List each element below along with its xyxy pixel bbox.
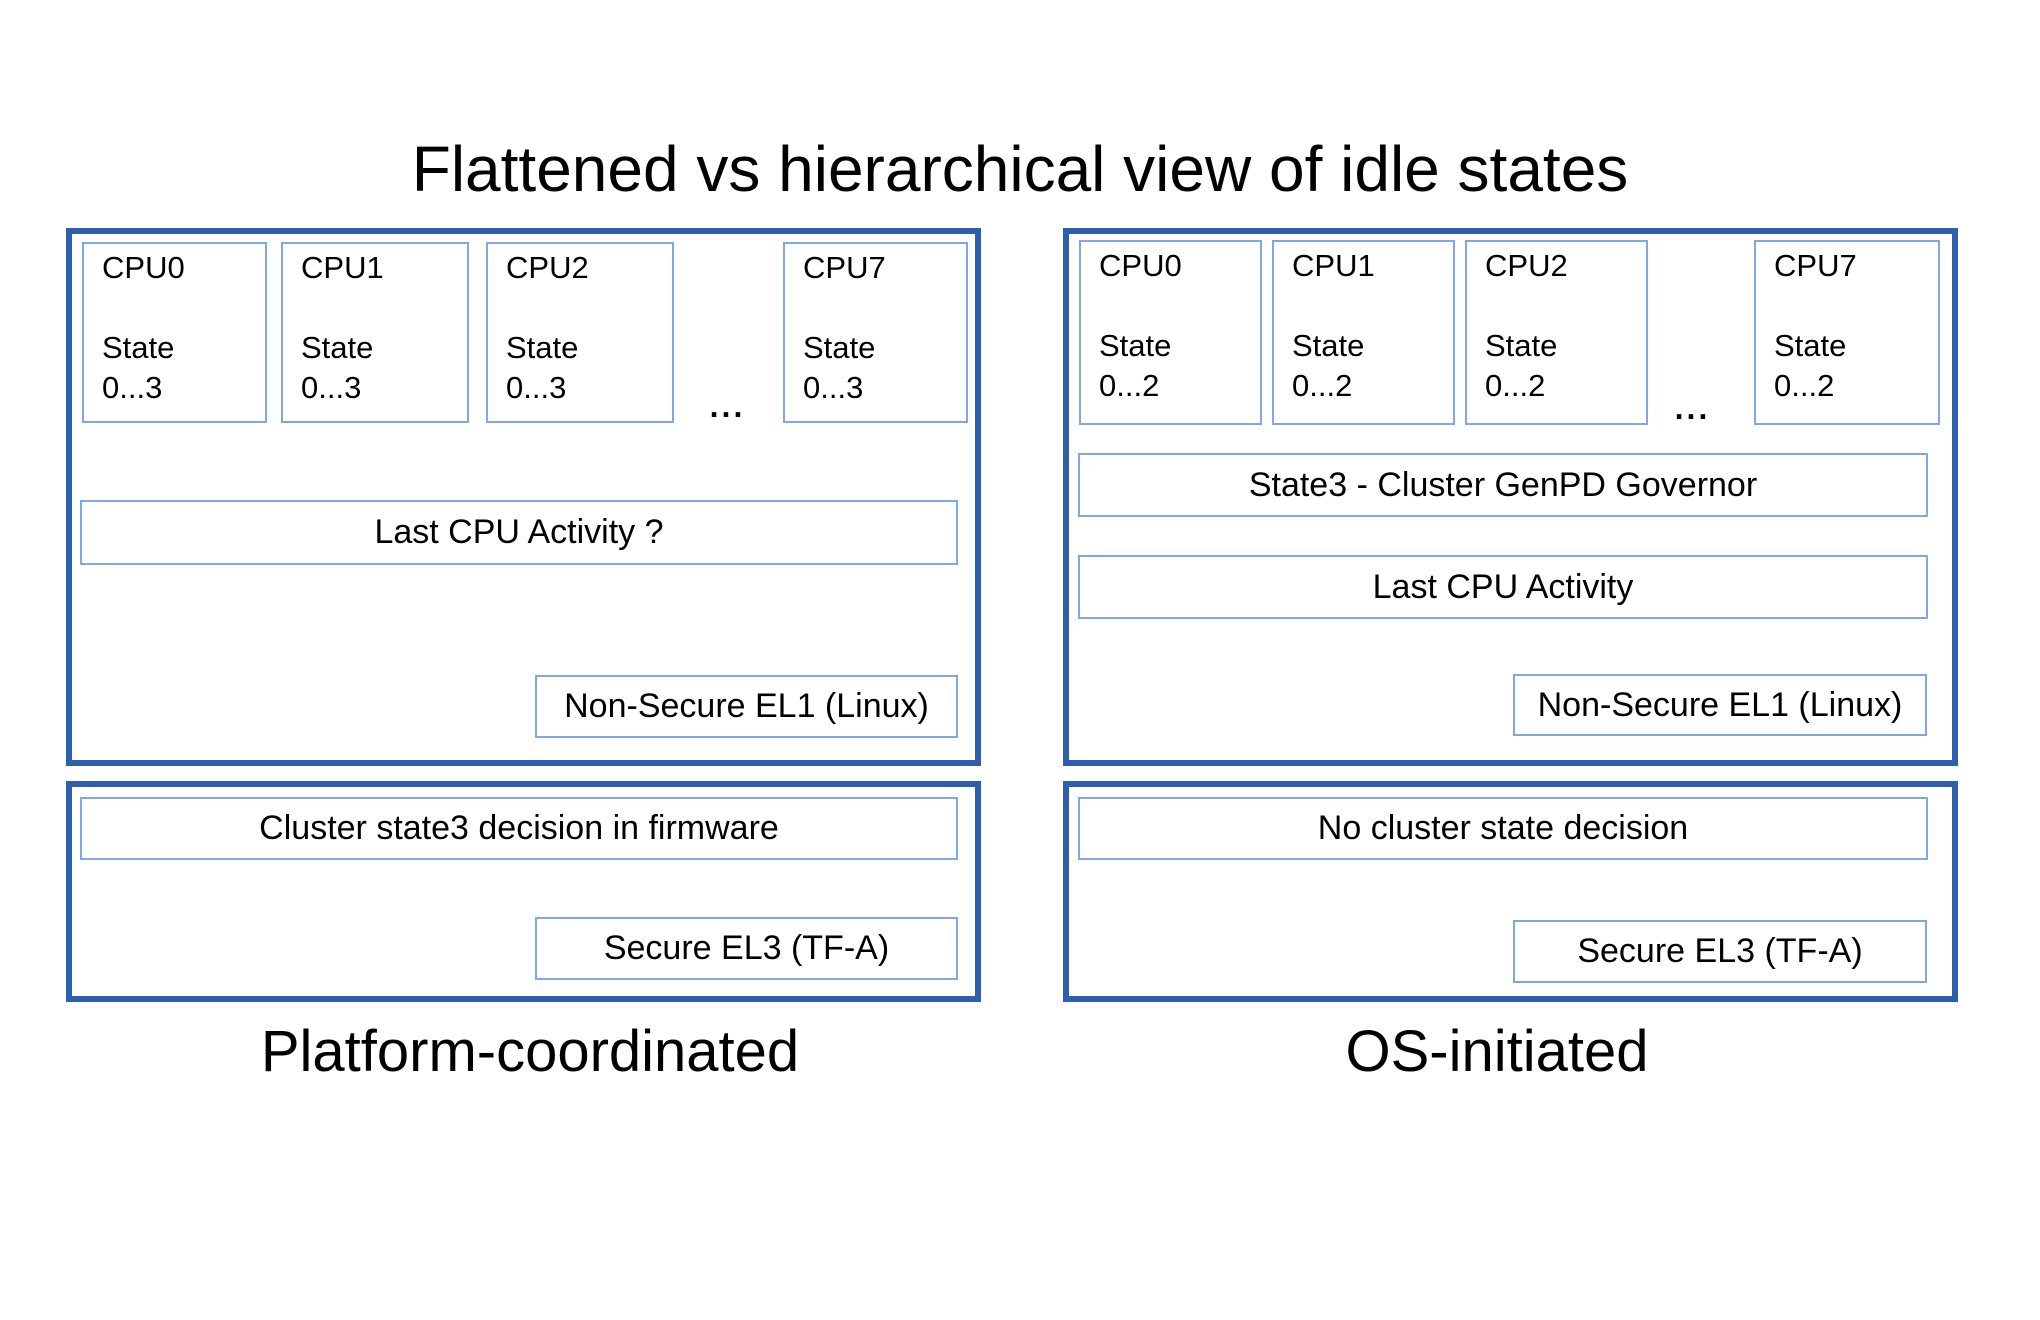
- cpu-label: CPU2: [1485, 248, 1568, 283]
- cpu-label: CPU7: [803, 250, 886, 285]
- left-panel-caption: Platform-coordinated: [260, 1019, 800, 1084]
- cpu-state-word: State: [301, 330, 374, 365]
- cpu-state-word: State: [1292, 328, 1365, 363]
- cpu-label: CPU7: [1774, 248, 1857, 283]
- cpu-box: CPU0 State 0...3: [82, 242, 267, 423]
- cluster-decision-box: Cluster state3 decision in firmware: [80, 797, 958, 860]
- cpu-label: CPU0: [1099, 248, 1182, 283]
- cpu-state-range: 0...3: [301, 370, 362, 405]
- cpu-state-range: 0...2: [1774, 368, 1835, 403]
- cpu-state-range: 0...3: [102, 370, 163, 405]
- page-title: Flattened vs hierarchical view of idle s…: [411, 133, 1629, 205]
- cpu-ellipsis: ...: [709, 388, 746, 424]
- cpu-state-range: 0...3: [803, 370, 864, 405]
- cpu-state-word: State: [803, 330, 876, 365]
- cpu-box: CPU2 State 0...3: [486, 242, 674, 423]
- secure-el3-box: Secure EL3 (TF-A): [1513, 920, 1927, 983]
- cpu-label: CPU2: [506, 250, 589, 285]
- cpu-state-word: State: [506, 330, 579, 365]
- last-cpu-activity-box: Last CPU Activity ?: [80, 500, 958, 565]
- cpu-state-word: State: [102, 330, 175, 365]
- cpu-box: CPU7 State 0...2: [1754, 240, 1940, 425]
- cpu-state-word: State: [1099, 328, 1172, 363]
- no-cluster-decision-box: No cluster state decision: [1078, 797, 1928, 860]
- cpu-state-word: State: [1774, 328, 1847, 363]
- cpu-state-word: State: [1485, 328, 1558, 363]
- nonsecure-el1-box: Non-Secure EL1 (Linux): [1513, 674, 1927, 736]
- cpu-state-range: 0...3: [506, 370, 567, 405]
- cluster-genpd-governor-box: State3 - Cluster GenPD Governor: [1078, 453, 1928, 517]
- cpu-box: CPU1 State 0...3: [281, 242, 469, 423]
- right-panel-caption: OS-initiated: [1345, 1019, 1649, 1084]
- cpu-state-range: 0...2: [1292, 368, 1353, 403]
- cpu-state-range: 0...2: [1099, 368, 1160, 403]
- cpu-label: CPU0: [102, 250, 185, 285]
- last-cpu-activity-box: Last CPU Activity: [1078, 555, 1928, 619]
- cpu-label: CPU1: [1292, 248, 1375, 283]
- secure-el3-box: Secure EL3 (TF-A): [535, 917, 958, 980]
- cpu-state-range: 0...2: [1485, 368, 1546, 403]
- cpu-ellipsis: ...: [1674, 390, 1711, 426]
- cpu-box: CPU7 State 0...3: [783, 242, 968, 423]
- cpu-box: CPU0 State 0...2: [1079, 240, 1262, 425]
- cpu-box: CPU1 State 0...2: [1272, 240, 1455, 425]
- cpu-label: CPU1: [301, 250, 384, 285]
- cpu-box: CPU2 State 0...2: [1465, 240, 1648, 425]
- nonsecure-el1-box: Non-Secure EL1 (Linux): [535, 675, 958, 738]
